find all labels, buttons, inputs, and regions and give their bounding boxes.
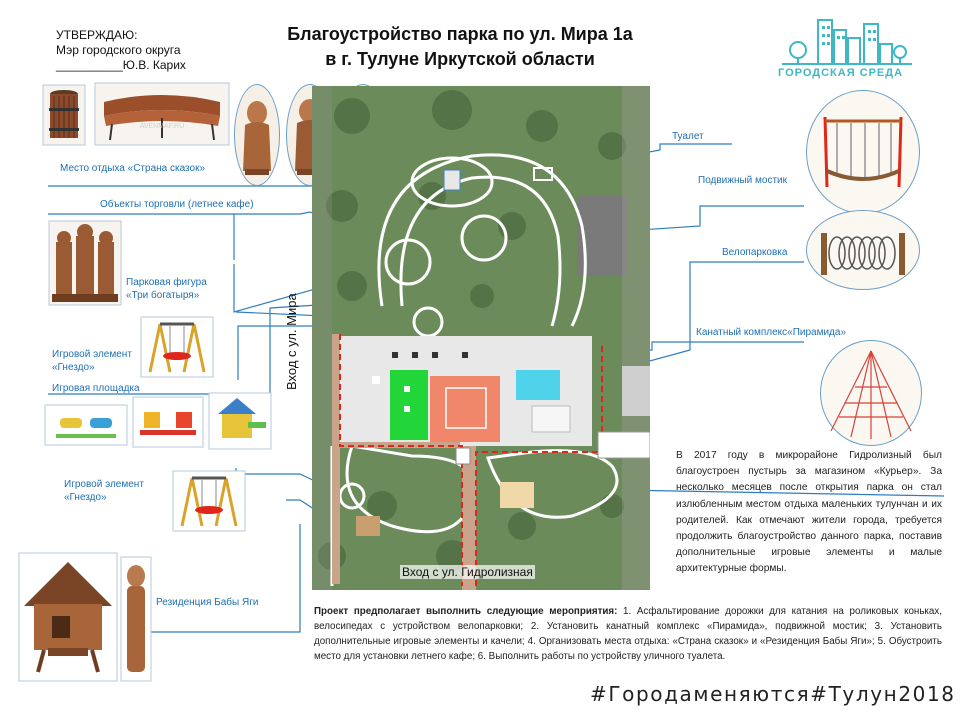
- playground-spring-image: [44, 404, 128, 446]
- nest-swing-2-image: [172, 470, 246, 532]
- mobile-bridge-image: [806, 90, 920, 214]
- page-title: Благоустройство парка по ул. Мира 1а в г…: [240, 22, 680, 72]
- logo-text: ГОРОДСКАЯ СРЕДА: [778, 67, 904, 79]
- bike-rack-image: [806, 210, 920, 290]
- park-site-plan: [312, 86, 650, 590]
- rope-pyramid-image: [820, 340, 922, 446]
- baba-yaga-hut-image: [18, 552, 118, 682]
- label-bogatyr: Парковая фигура «Три богатыря»: [126, 277, 207, 301]
- trash-bin-image: [42, 84, 86, 146]
- curved-bench-image: AVENMAF.RU: [94, 82, 230, 146]
- approval-line-2: Мэр городского округа: [56, 43, 181, 57]
- playground-seesaw-image: [132, 396, 204, 448]
- city-environment-logo: [782, 19, 912, 65]
- entrance-mira-label: Вход с ул. Мира: [284, 293, 299, 390]
- title-line-2: в г. Тулуне Иркутской области: [325, 49, 595, 69]
- label-bridge: Подвижный мостик: [698, 175, 788, 186]
- approval-line-1: УТВЕРЖДАЮ:: [56, 28, 138, 42]
- entrance-gidro-label: Вход с ул. Гидролизная: [400, 565, 535, 579]
- green-field: [390, 370, 428, 440]
- label-toilet: Туалет: [672, 131, 704, 142]
- label-trade: Объекты торговли (летнее кафе): [100, 199, 254, 210]
- hashtag: #Городаменяются#Тулун2018: [590, 682, 956, 706]
- label-pyramid: Канатный комплекс«Пирамида»: [696, 327, 847, 338]
- title-line-1: Благоустройство парка по ул. Мира 1а: [287, 24, 633, 44]
- cyan-field: [516, 370, 560, 400]
- nest-swing-1-image: [140, 316, 214, 378]
- approval-block: УТВЕРЖДАЮ: Мэр городского округа _______…: [56, 28, 186, 73]
- info-paragraph: В 2017 году в микрорайоне Гидролизный бы…: [676, 450, 942, 575]
- fairy-figure-1-image: [234, 84, 280, 186]
- carved-figure-image: [120, 556, 152, 682]
- label-bike: Велопарковка: [722, 247, 788, 258]
- label-playground: Игровая площадка: [52, 383, 140, 394]
- label-nest-2: Игровой элемент «Гнездо»: [64, 479, 144, 503]
- playground-house-image: [208, 392, 272, 450]
- project-lead: Проект предполагает выполнить следующие …: [314, 606, 618, 617]
- three-bogatyrs-image: [48, 220, 122, 306]
- label-fairy-rest: Место отдыха «Страна сказок»: [60, 163, 206, 174]
- project-paragraph: Проект предполагает выполнить следующие …: [314, 604, 942, 664]
- approval-line-3: __________Ю.В. Карих: [56, 58, 186, 72]
- project-body: 1. Асфальтирование дорожки для катания н…: [314, 606, 942, 662]
- watermark-text: AVENMAF.RU: [140, 123, 185, 130]
- label-baba-yaga: Резиденция Бабы Яги: [156, 597, 259, 608]
- salmon-field: [430, 376, 500, 442]
- label-nest-1: Игровой элемент «Гнездо»: [52, 349, 132, 373]
